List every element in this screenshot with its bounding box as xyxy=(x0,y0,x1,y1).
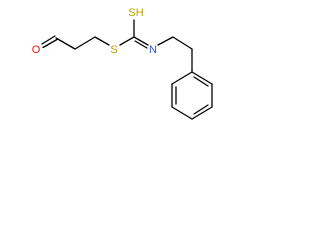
molecule-structure-diagram: O S SH N xyxy=(32,7,213,120)
bond-s-c4 xyxy=(119,36,135,46)
bond-c1-c2 xyxy=(55,37,76,50)
atom-label-sulfur: S xyxy=(110,44,117,56)
ring-inner-double-1 xyxy=(193,76,209,87)
bond-n-c5 xyxy=(157,36,174,46)
atom-label-thiol: SH xyxy=(128,7,143,19)
ring-bond-1 xyxy=(191,71,213,85)
bond-c2-c3 xyxy=(74,36,96,50)
atom-label-oxygen: O xyxy=(32,44,41,56)
atom-labels: O S SH N xyxy=(32,7,157,56)
bond-c4-n-double-b xyxy=(134,40,148,49)
ring-bond-3 xyxy=(191,106,213,120)
benzene-ring xyxy=(171,71,213,120)
ring-inner-double-2 xyxy=(193,104,209,115)
bond-o-c1-double-b xyxy=(42,38,58,49)
bond-c4-n-double-a xyxy=(133,36,149,46)
bond-c3-s xyxy=(94,36,110,46)
bond-network xyxy=(41,19,193,73)
ring-bond-6 xyxy=(171,71,193,85)
ring-bond-4 xyxy=(171,106,193,120)
bond-o-c1-double-a xyxy=(41,35,56,45)
atom-label-nitrogen: N xyxy=(149,44,157,56)
bond-c5-c6 xyxy=(172,36,193,50)
